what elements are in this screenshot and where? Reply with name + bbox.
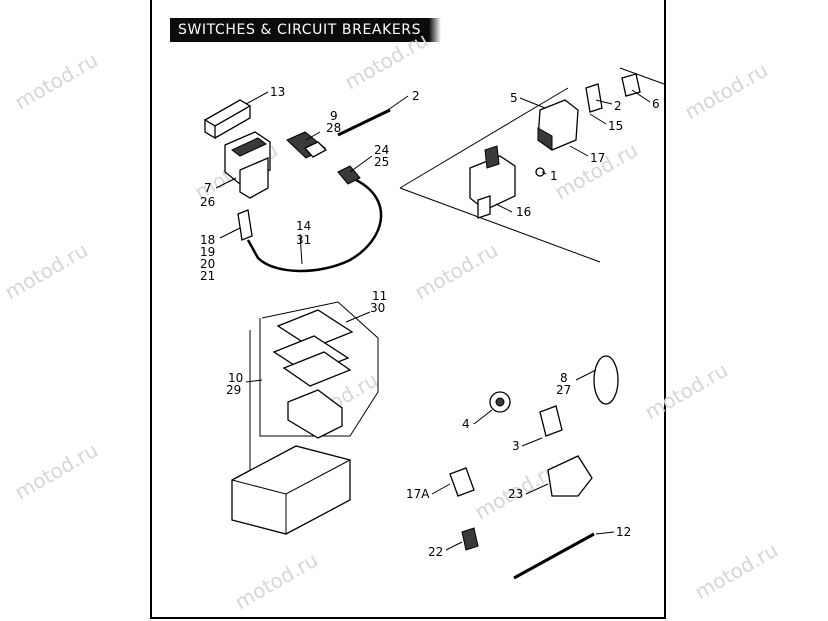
callout-labels: 13 9 28 2 5 2 6 15 17 24 25 1 7 26 16 14…	[200, 85, 660, 559]
callout-17: 17	[590, 151, 605, 165]
callout-20: 20	[200, 257, 215, 271]
part-7-switch	[224, 131, 271, 199]
watermark: motod.ru	[341, 28, 432, 95]
part-13-bracket	[203, 99, 252, 140]
callout-11: 11	[372, 289, 387, 303]
callout-18: 18	[200, 233, 215, 247]
subassembly-outline	[399, 67, 665, 263]
part-10-panel-outline	[249, 301, 379, 480]
callout-27: 27	[556, 383, 571, 397]
callout-4: 4	[462, 417, 470, 431]
callout-29: 29	[226, 383, 241, 397]
callout-2: 2	[614, 99, 622, 113]
part-14-cable	[246, 178, 383, 273]
callout-17a: 17A	[406, 487, 430, 501]
callout-2: 2	[412, 89, 420, 103]
part-2-clip	[585, 83, 603, 113]
watermark: motod.ru	[641, 358, 732, 425]
callout-8: 8	[560, 371, 568, 385]
callout-19: 19	[200, 245, 215, 259]
callout-6: 6	[652, 97, 660, 111]
callout-leaders	[215, 89, 651, 551]
watermark: motod.ru	[1, 238, 92, 305]
part-22-fuse	[461, 527, 479, 551]
callout-3: 3	[512, 439, 520, 453]
part-16-coil	[469, 145, 516, 219]
watermark: motod.ru	[231, 548, 322, 615]
part-9-connector	[286, 131, 328, 159]
callout-13: 13	[270, 85, 285, 99]
callout-30: 30	[370, 301, 385, 315]
callout-10: 10	[228, 371, 243, 385]
callout-21: 21	[200, 269, 215, 283]
callout-9: 9	[330, 109, 338, 123]
part-4-switch	[489, 391, 511, 413]
watermark: motod.ru	[11, 48, 102, 115]
part-1-screw	[535, 167, 545, 177]
part-18-connector	[237, 209, 253, 241]
callout-31: 31	[296, 233, 311, 247]
watermark: motod.ru	[551, 138, 642, 205]
part-3-relay	[539, 405, 563, 437]
callout-12: 12	[616, 525, 631, 539]
callout-24: 24	[374, 143, 389, 157]
callout-14: 14	[296, 219, 311, 233]
part-circuit-module	[287, 389, 343, 439]
part-10-tray	[231, 445, 351, 535]
part-8-cover	[593, 355, 619, 405]
watermark: motod.ru	[11, 438, 102, 505]
part-6-cover	[621, 73, 641, 97]
part-24-connector	[337, 165, 361, 185]
watermark: motod.ru	[691, 538, 782, 605]
callout-28: 28	[326, 121, 341, 135]
callout-23: 23	[508, 487, 523, 501]
callout-15: 15	[608, 119, 623, 133]
part-5-relay-housing	[537, 99, 579, 151]
part-12-rod	[513, 532, 595, 580]
callout-7: 7	[204, 181, 212, 195]
callout-25: 25	[374, 155, 389, 169]
part-11-gasket	[272, 309, 354, 387]
part-23-block	[547, 455, 593, 497]
part-2-rod	[337, 108, 391, 137]
diagram-title: SWITCHES & CIRCUIT BREAKERS	[170, 18, 442, 42]
watermark: motod.ru	[411, 238, 502, 305]
callout-26: 26	[200, 195, 215, 209]
watermark: motod.ru	[681, 58, 772, 125]
part-17a-relay	[449, 467, 475, 497]
callout-5: 5	[510, 91, 518, 105]
watermark-layer: motod.ru motod.ru motod.ru motod.ru moto…	[1, 28, 782, 615]
callout-22: 22	[428, 545, 443, 559]
callout-16: 16	[516, 205, 531, 219]
callout-1: 1	[550, 169, 558, 183]
